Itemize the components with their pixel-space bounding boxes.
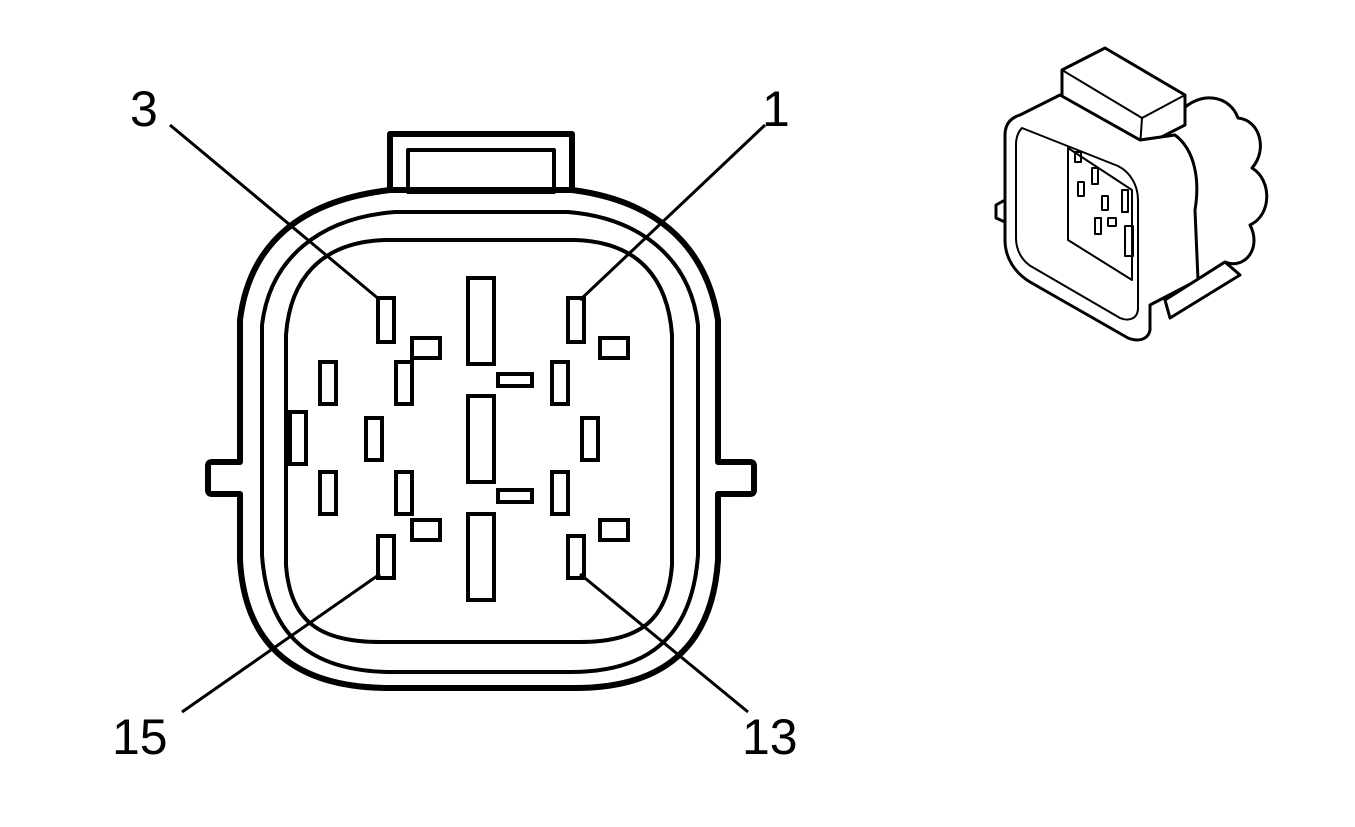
locking-tab-window bbox=[406, 148, 556, 194]
terminal-cavity bbox=[1124, 225, 1134, 257]
terminal-cavity bbox=[566, 296, 586, 344]
terminal-cavity bbox=[410, 518, 442, 542]
terminal-cavity bbox=[1107, 217, 1117, 227]
leader-line-pin-3 bbox=[169, 123, 381, 302]
terminal-cavity bbox=[1121, 189, 1129, 213]
terminal-cavity bbox=[598, 518, 630, 542]
pin-label-1: 1 bbox=[762, 81, 790, 137]
leader-line-pin-13 bbox=[579, 572, 749, 714]
terminal-cavity bbox=[550, 470, 570, 516]
terminal-cavities bbox=[318, 276, 630, 602]
terminal-cavity bbox=[1094, 217, 1102, 235]
terminal-cavity bbox=[318, 360, 338, 406]
connector-inner-cavity bbox=[284, 238, 674, 644]
terminal-cavity bbox=[566, 534, 586, 580]
iso-inner-face bbox=[1067, 147, 1133, 281]
leader-line-pin-1 bbox=[578, 123, 767, 302]
terminal-cavity bbox=[1077, 181, 1085, 197]
pin-label-3: 3 bbox=[130, 81, 158, 137]
terminal-cavity bbox=[1074, 151, 1082, 163]
terminal-cavity bbox=[410, 336, 442, 360]
terminal-cavity bbox=[394, 470, 414, 516]
terminal-cavity bbox=[1091, 167, 1099, 185]
connector-isometric-view bbox=[994, 46, 1269, 342]
terminal-cavity bbox=[580, 416, 600, 462]
terminal-cavity bbox=[466, 512, 496, 602]
terminal-cavity bbox=[376, 534, 396, 580]
terminal-cavity bbox=[550, 360, 570, 406]
terminal-cavity bbox=[466, 394, 496, 484]
terminal-cavity bbox=[496, 372, 534, 388]
iso-front-opening bbox=[1015, 127, 1139, 321]
terminal-cavity bbox=[466, 276, 496, 366]
iso-cavities bbox=[1074, 151, 1134, 257]
terminal-cavity bbox=[598, 336, 630, 360]
side-key bbox=[288, 410, 308, 466]
terminal-cavity bbox=[394, 360, 414, 406]
iso-side-ear bbox=[994, 198, 1007, 224]
leader-line-pin-15 bbox=[181, 572, 381, 714]
terminal-cavity bbox=[1101, 195, 1109, 211]
terminal-cavity bbox=[376, 296, 396, 344]
connector-outer-shell bbox=[205, 187, 757, 691]
pin-label-15: 15 bbox=[112, 709, 168, 765]
pin-label-13: 13 bbox=[742, 709, 798, 765]
terminal-cavity bbox=[364, 416, 384, 462]
terminal-cavity bbox=[496, 488, 534, 504]
locking-tab bbox=[387, 131, 575, 190]
connector-seal-ring bbox=[260, 210, 700, 674]
iso-lower-tab bbox=[1163, 260, 1242, 320]
connector-face-view: 3 1 15 13 bbox=[112, 81, 798, 765]
terminal-cavity bbox=[318, 470, 338, 516]
